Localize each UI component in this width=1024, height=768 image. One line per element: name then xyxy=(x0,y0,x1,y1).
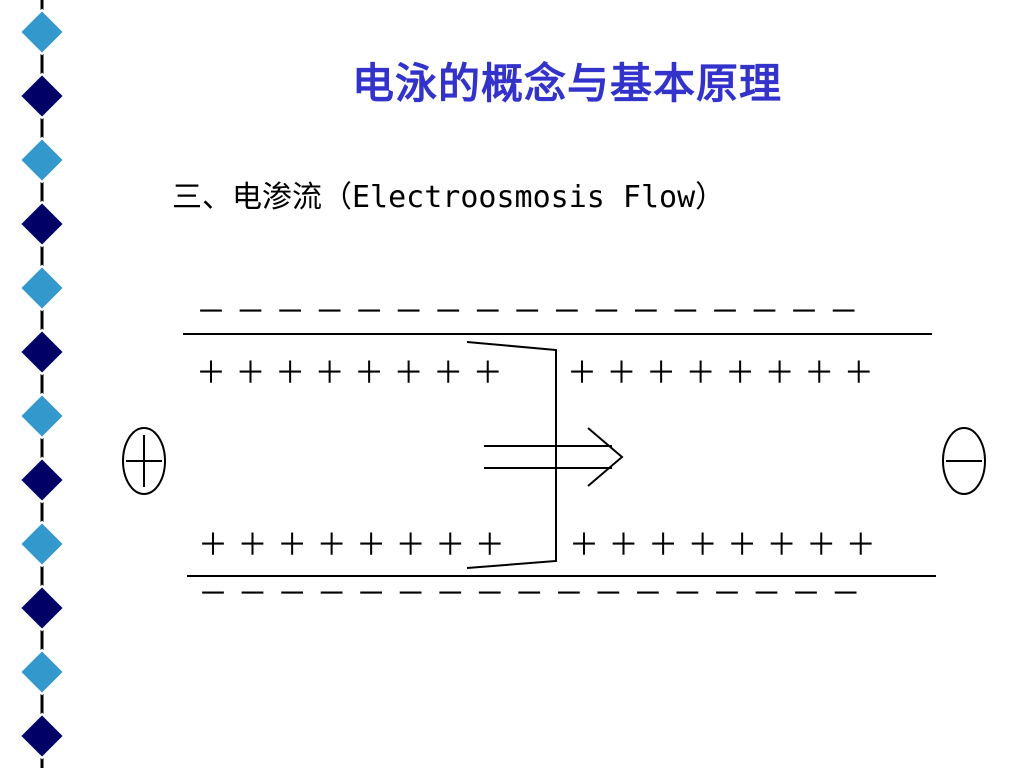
flow-direction-arrow-icon xyxy=(484,427,624,487)
diamond-icon xyxy=(18,264,66,312)
diamond-icon xyxy=(18,392,66,440)
diamond-icon xyxy=(18,712,66,760)
bottom-wall-negative-charges: － － － － － － － － － － － － － － － － － xyxy=(198,577,861,612)
diamond-icon xyxy=(18,72,66,120)
slide-title: 电泳的概念与基本原理 xyxy=(351,59,782,108)
diamond-icon xyxy=(18,136,66,184)
diamond-icon xyxy=(18,648,66,696)
diamond-icon xyxy=(18,456,66,504)
top-positive-layer-right: ＋ ＋ ＋ ＋ ＋ ＋ ＋ ＋ xyxy=(567,356,874,391)
bottom-positive-layer-left: ＋ ＋ ＋ ＋ ＋ ＋ ＋ ＋ xyxy=(198,528,505,563)
diamond-icon xyxy=(18,328,66,376)
top-wall-negative-charges: － － － － － － － － － － － － － － － － － xyxy=(196,295,859,330)
diamond-icon xyxy=(18,520,66,568)
diamond-border-decoration xyxy=(18,0,66,768)
section-heading: 三、电渗流（Electroosmosis Flow） xyxy=(172,180,726,215)
positive-electrode-icon xyxy=(122,427,166,495)
flat-flow-profile-icon xyxy=(466,341,557,569)
negative-electrode-icon xyxy=(942,427,986,495)
diamond-icon xyxy=(18,584,66,632)
diamond-icon xyxy=(18,8,66,56)
top-positive-layer-left: ＋ ＋ ＋ ＋ ＋ ＋ ＋ ＋ xyxy=(196,356,503,391)
diamond-icon xyxy=(18,200,66,248)
bottom-positive-layer-right: ＋ ＋ ＋ ＋ ＋ ＋ ＋ ＋ xyxy=(569,528,876,563)
